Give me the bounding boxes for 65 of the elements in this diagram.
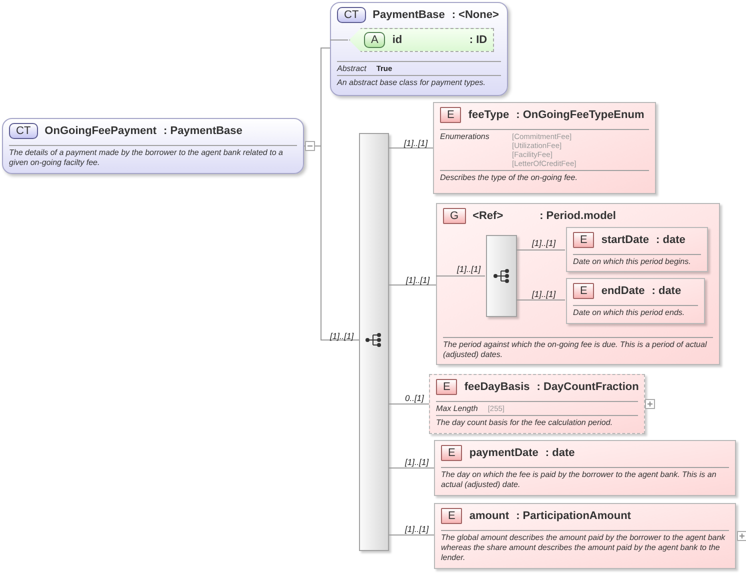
group-box [436, 203, 720, 365]
description-text: The period against which the on-going fee is due. This is a period of actual (adjusted) dates. [443, 340, 708, 360]
kind-badge: E [573, 283, 594, 299]
multiplicity-label: [1]..[1] [405, 275, 431, 285]
connector-line [388, 284, 436, 286]
description-text: The details of a payment made by the borrower to the agent bank related to a given on-going facilty fee. [9, 148, 284, 168]
facet-name: Max Length [436, 404, 478, 413]
type-name: endDate [601, 285, 645, 297]
type-name: id [392, 34, 404, 46]
element-box [434, 503, 736, 569]
type-reference: : ID [469, 34, 488, 46]
facet-name: Enumerations [440, 132, 490, 143]
element-box [566, 278, 705, 324]
type-name: startDate [601, 234, 650, 246]
kind-badge: E [436, 379, 458, 395]
element-box [429, 374, 645, 434]
type-name: feeDayBasis [464, 381, 530, 393]
element-box [433, 102, 656, 194]
kind-badge: E [441, 445, 462, 461]
type-reference: : date [652, 285, 682, 297]
complex-type-box [2, 118, 304, 174]
type-reference: : OnGoingFeeTypeEnum [516, 109, 644, 121]
kind-badge: CT [9, 123, 38, 139]
type-reference: : DayCountFraction [536, 381, 639, 393]
multiplicity-label: [1]..[1] [456, 264, 482, 274]
type-name: <Ref> [472, 210, 504, 222]
compositor-bar [359, 133, 389, 551]
type-name: paymentDate [469, 447, 538, 459]
complex-type-box [330, 2, 508, 96]
type-name: amount [469, 510, 510, 522]
kind-badge: E [573, 232, 594, 248]
compositor-bar [486, 235, 517, 317]
description-text: The global amount describes the amount paid by the borrower to the agent bank whereas the share amount describes the amount paid by the agent bank to the lender. [441, 533, 726, 563]
multiplicity-label: 0..[1] [404, 393, 425, 403]
multiplicity-label: [1]..[1] [531, 289, 557, 299]
connector-line [388, 534, 434, 536]
kind-badge: G [443, 208, 466, 224]
type-reference: : <None> [452, 9, 499, 21]
type-reference: : date [656, 234, 686, 246]
type-name: feeType [468, 109, 510, 121]
multiplicity-label: [1]..[1] [531, 238, 557, 248]
kind-badge: E [441, 508, 462, 524]
multiplicity-label: [1]..[1] [403, 138, 429, 148]
description-text: The day on which the fee is paid by the borrower to the agent bank. This is an actual (adjusted) date. [441, 470, 718, 490]
multiplicity-label: [1]..[1] [404, 524, 430, 534]
description-text: The day count basis for the fee calculation period. [436, 418, 613, 428]
description-text: Describes the type of the on-going fee. [440, 173, 578, 183]
description-text: Date on which this period ends. [573, 308, 685, 318]
attribute-box [349, 28, 494, 52]
type-name: PaymentBase [372, 9, 445, 21]
element-box [566, 227, 708, 272]
type-reference: : date [545, 447, 575, 459]
multiplicity-label: [1]..[1] [329, 331, 355, 341]
kind-badge: E [440, 107, 462, 123]
facet-name: Abstract [337, 64, 366, 73]
element-box [434, 440, 736, 496]
kind-badge: A [364, 32, 386, 48]
kind-badge: CT [337, 7, 366, 23]
description-text: An abstract base class for payment types. [337, 78, 486, 88]
description-text: Date on which this period begins. [573, 257, 691, 267]
type-reference: : PaymentBase [164, 125, 242, 137]
type-reference: : Period.model [540, 210, 616, 222]
type-name: OnGoingFeePayment [44, 125, 157, 137]
multiplicity-label: [1]..[1] [404, 457, 430, 467]
type-reference: : ParticipationAmount [516, 510, 631, 522]
